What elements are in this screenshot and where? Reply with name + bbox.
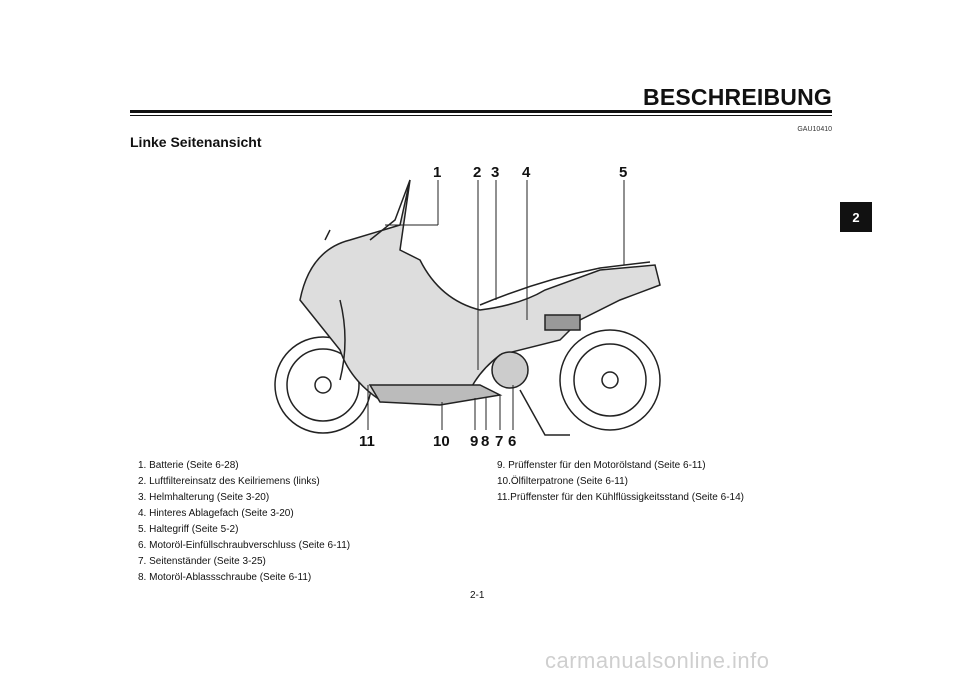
callout-9: 9 — [470, 433, 479, 450]
callout-11: 11 — [359, 433, 375, 450]
page-title: BESCHREIBUNG — [643, 84, 832, 110]
callout-10: 10 — [433, 433, 450, 450]
header-rule-thin — [130, 115, 832, 116]
callout-2: 2 — [473, 164, 482, 181]
rear-wheel — [559, 329, 661, 431]
callout-3: 3 — [491, 164, 500, 181]
legend-left: 1. Batterie (Seite 6-28) 2. Luftfilterei… — [138, 458, 350, 586]
legend-item: 8. Motoröl-Ablassschraube (Seite 6-11) — [138, 572, 312, 583]
callout-4: 4 — [522, 164, 531, 181]
page-number: 2-1 — [470, 590, 485, 601]
legend-item: 2. Luftfiltereinsatz des Keilriemens (li… — [138, 476, 320, 487]
legend-item: 10.Ölfilterpatrone (Seite 6-11) — [497, 476, 628, 487]
reference-code: GAU10410 — [797, 126, 832, 133]
legend-item: 1. Batterie (Seite 6-28) — [138, 460, 239, 471]
watermark: carmanualsonline.info — [545, 648, 770, 673]
chapter-tab[interactable]: 2 — [840, 202, 872, 232]
legend-item: 4. Hinteres Ablagefach (Seite 3-20) — [138, 508, 294, 519]
callout-5: 5 — [619, 164, 628, 181]
legend-item: 3. Helmhalterung (Seite 3-20) — [138, 492, 270, 503]
legend-item: 9. Prüffenster für den Motorölstand (Sei… — [497, 460, 706, 471]
callout-7: 7 — [495, 433, 504, 450]
legend-right: 9. Prüffenster für den Motorölstand (Sei… — [497, 458, 744, 506]
legend-item: 11.Prüffenster für den Kühlflüssigkeitss… — [497, 492, 744, 503]
callout-6: 6 — [508, 433, 517, 450]
callout-8: 8 — [481, 433, 490, 450]
callout-1: 1 — [433, 164, 442, 181]
legend-item: 7. Seitenständer (Seite 3-25) — [138, 556, 266, 567]
legend-item: 5. Haltegriff (Seite 5-2) — [138, 524, 239, 535]
header-rule — [130, 110, 832, 113]
section-title: Linke Seitenansicht — [130, 134, 262, 150]
legend-item: 6. Motoröl-Einfüllschraubverschluss (Sei… — [138, 540, 351, 551]
